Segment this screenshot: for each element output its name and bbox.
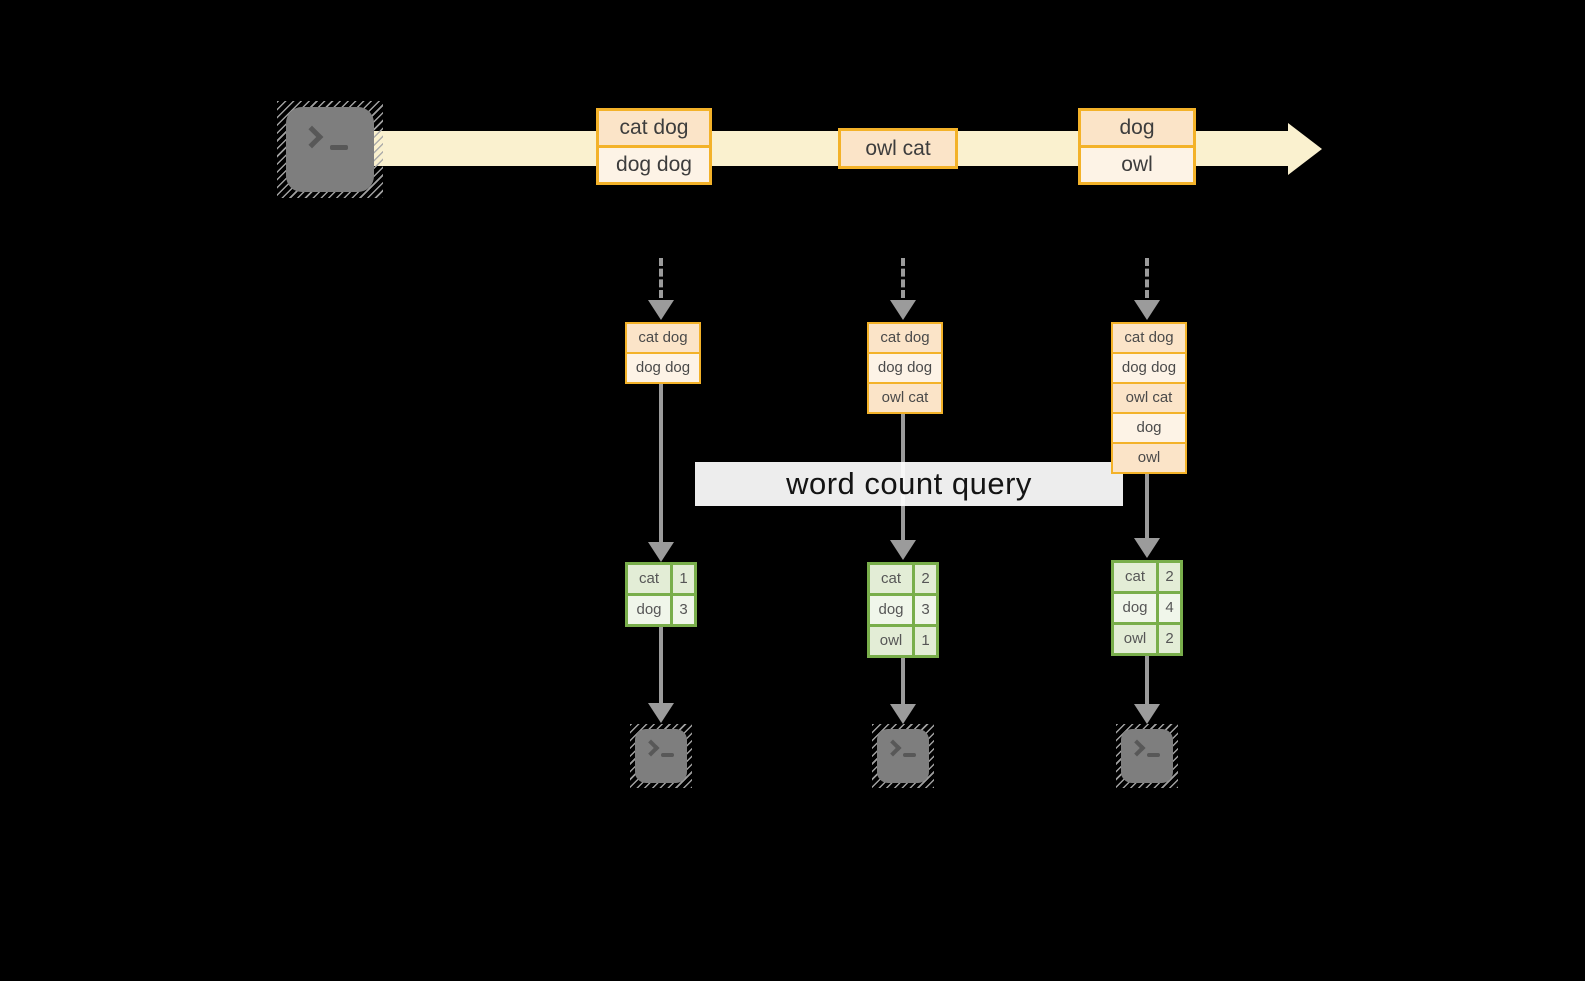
prompt-underscore-icon <box>1147 753 1160 757</box>
dashed-arrow-line <box>1145 258 1149 298</box>
stream-event-2: owl cat <box>838 128 958 169</box>
arrowhead-icon <box>1134 704 1160 724</box>
count-value: 2 <box>1159 563 1180 591</box>
state-line: cat dog <box>869 324 941 352</box>
arrowhead-icon <box>648 703 674 723</box>
terminal-screen <box>1121 729 1173 783</box>
dashed-arrowhead-icon <box>648 300 674 320</box>
count-value: 3 <box>915 596 936 624</box>
count-word: owl <box>870 627 912 655</box>
event-line: dog dog <box>599 148 709 182</box>
terminal-screen <box>877 729 929 783</box>
prompt-underscore-icon <box>903 753 916 757</box>
state-box-3: cat dog dog dog owl cat dog owl <box>1111 322 1187 474</box>
state-line: owl cat <box>869 384 941 412</box>
stream-arrowhead-icon <box>1288 123 1322 175</box>
count-table-2: cat 2 dog 3 owl 1 <box>867 562 939 658</box>
count-value: 1 <box>915 627 936 655</box>
count-value: 1 <box>673 565 694 593</box>
state-line: cat dog <box>1113 324 1185 352</box>
dashed-arrowhead-icon <box>1134 300 1160 320</box>
source-terminal-icon <box>277 101 383 198</box>
count-value: 2 <box>1159 625 1180 653</box>
state-line: cat dog <box>627 324 699 352</box>
count-word: cat <box>1114 563 1156 591</box>
state-line: owl cat <box>1113 384 1185 412</box>
dashed-arrowhead-icon <box>890 300 916 320</box>
stream-event-3: dog owl <box>1078 108 1196 185</box>
state-line: dog dog <box>869 354 941 382</box>
arrow-line <box>1145 656 1149 706</box>
count-word: cat <box>870 565 912 593</box>
arrow-line <box>659 627 663 705</box>
prompt-underscore-icon <box>661 753 674 757</box>
count-table-3: cat 2 dog 4 owl 2 <box>1111 560 1183 656</box>
prompt-chevron-icon <box>300 125 324 149</box>
state-line: owl <box>1113 444 1185 472</box>
count-word: dog <box>1114 594 1156 622</box>
terminal-screen <box>635 729 687 783</box>
count-value: 2 <box>915 565 936 593</box>
sink-terminal-icon <box>1116 724 1178 788</box>
count-table-1: cat 1 dog 3 <box>625 562 697 627</box>
state-line: dog <box>1113 414 1185 442</box>
arrow-line <box>901 658 905 706</box>
state-line: dog dog <box>1113 354 1185 382</box>
arrow-line <box>659 384 663 544</box>
count-value: 3 <box>673 596 694 624</box>
state-box-2: cat dog dog dog owl cat <box>867 322 943 414</box>
prompt-chevron-icon <box>884 739 902 757</box>
dashed-arrow-line <box>901 258 905 298</box>
prompt-underscore-icon <box>330 145 348 150</box>
prompt-chevron-icon <box>642 739 660 757</box>
stream-event-1: cat dog dog dog <box>596 108 712 185</box>
event-line: owl cat <box>841 131 955 166</box>
arrowhead-icon <box>890 540 916 560</box>
arrowhead-icon <box>1134 538 1160 558</box>
count-word: owl <box>1114 625 1156 653</box>
state-line: dog dog <box>627 354 699 382</box>
count-word: dog <box>628 596 670 624</box>
event-line: owl <box>1081 148 1193 182</box>
event-line: cat dog <box>599 111 709 145</box>
prompt-chevron-icon <box>1128 739 1146 757</box>
sink-terminal-icon <box>872 724 934 788</box>
state-box-1: cat dog dog dog <box>625 322 701 384</box>
terminal-screen <box>286 107 374 192</box>
event-line: dog <box>1081 111 1193 145</box>
count-value: 4 <box>1159 594 1180 622</box>
dashed-arrow-line <box>659 258 663 298</box>
arrowhead-icon <box>890 704 916 724</box>
arrowhead-icon <box>648 542 674 562</box>
arrow-line <box>1145 474 1149 540</box>
sink-terminal-icon <box>630 724 692 788</box>
query-label: word count query <box>695 462 1123 506</box>
count-word: cat <box>628 565 670 593</box>
count-word: dog <box>870 596 912 624</box>
